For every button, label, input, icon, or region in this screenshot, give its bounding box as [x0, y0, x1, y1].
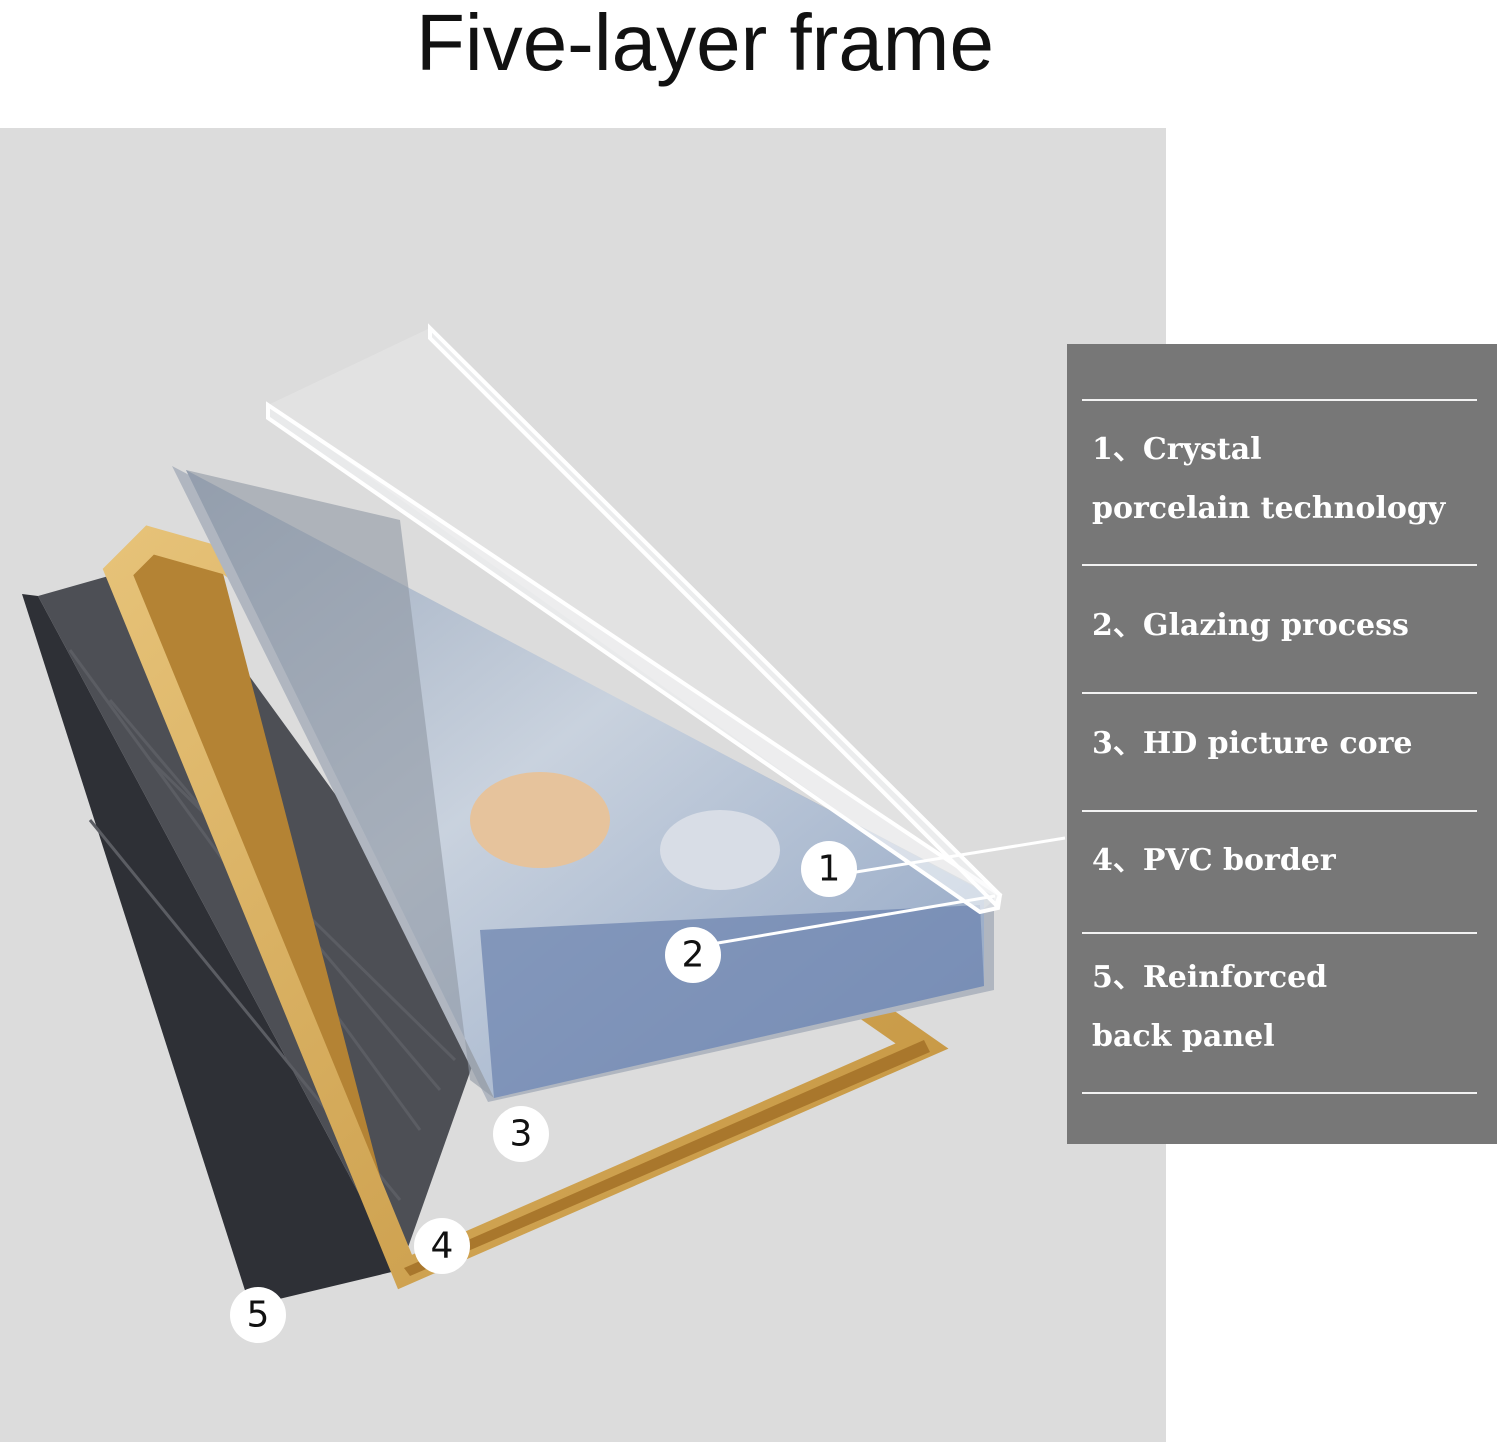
- legend-item-3: 3、HD picture core: [1092, 726, 1413, 761]
- legend-divider: [1082, 564, 1477, 566]
- svg-text:2: 2: [682, 935, 705, 976]
- legend-divider: [1082, 1092, 1477, 1094]
- layer-picture-core: [172, 466, 994, 1102]
- layer-legend: 1、Crystal porcelain technology 2、Glazing…: [1067, 344, 1497, 1144]
- svg-text:4: 4: [431, 1226, 454, 1267]
- legend-item-2: 2、Glazing process: [1092, 608, 1409, 643]
- exploded-layers-diagram: 1 2 3 4 5: [22, 323, 1066, 1343]
- legend-item-4: 4、PVC border: [1092, 843, 1336, 878]
- legend-divider: [1082, 399, 1477, 401]
- page-title: Five-layer frame: [416, 0, 994, 87]
- badge-5: 5: [230, 1287, 286, 1343]
- legend-divider: [1082, 692, 1477, 694]
- layer-crystal-porcelain: [268, 323, 1003, 912]
- svg-text:1: 1: [818, 849, 841, 890]
- legend-item-1: 1、Crystal porcelain technology: [1092, 432, 1446, 526]
- leader-line-2: [711, 894, 996, 946]
- svg-text:5: 5: [247, 1295, 270, 1336]
- layer-pvc-border: [102, 525, 949, 1290]
- badge-3: 3: [493, 1106, 549, 1162]
- legend-item-5: 5、Reinforced back panel: [1092, 960, 1328, 1054]
- svg-text:3: 3: [510, 1114, 533, 1155]
- badge-4: 4: [414, 1218, 470, 1274]
- badge-2: 2: [665, 927, 721, 983]
- layer-glazing: [266, 401, 1003, 915]
- legend-divider: [1082, 810, 1477, 812]
- legend-divider: [1082, 932, 1477, 934]
- leader-line-1: [849, 836, 1066, 875]
- badge-1: 1: [801, 841, 857, 897]
